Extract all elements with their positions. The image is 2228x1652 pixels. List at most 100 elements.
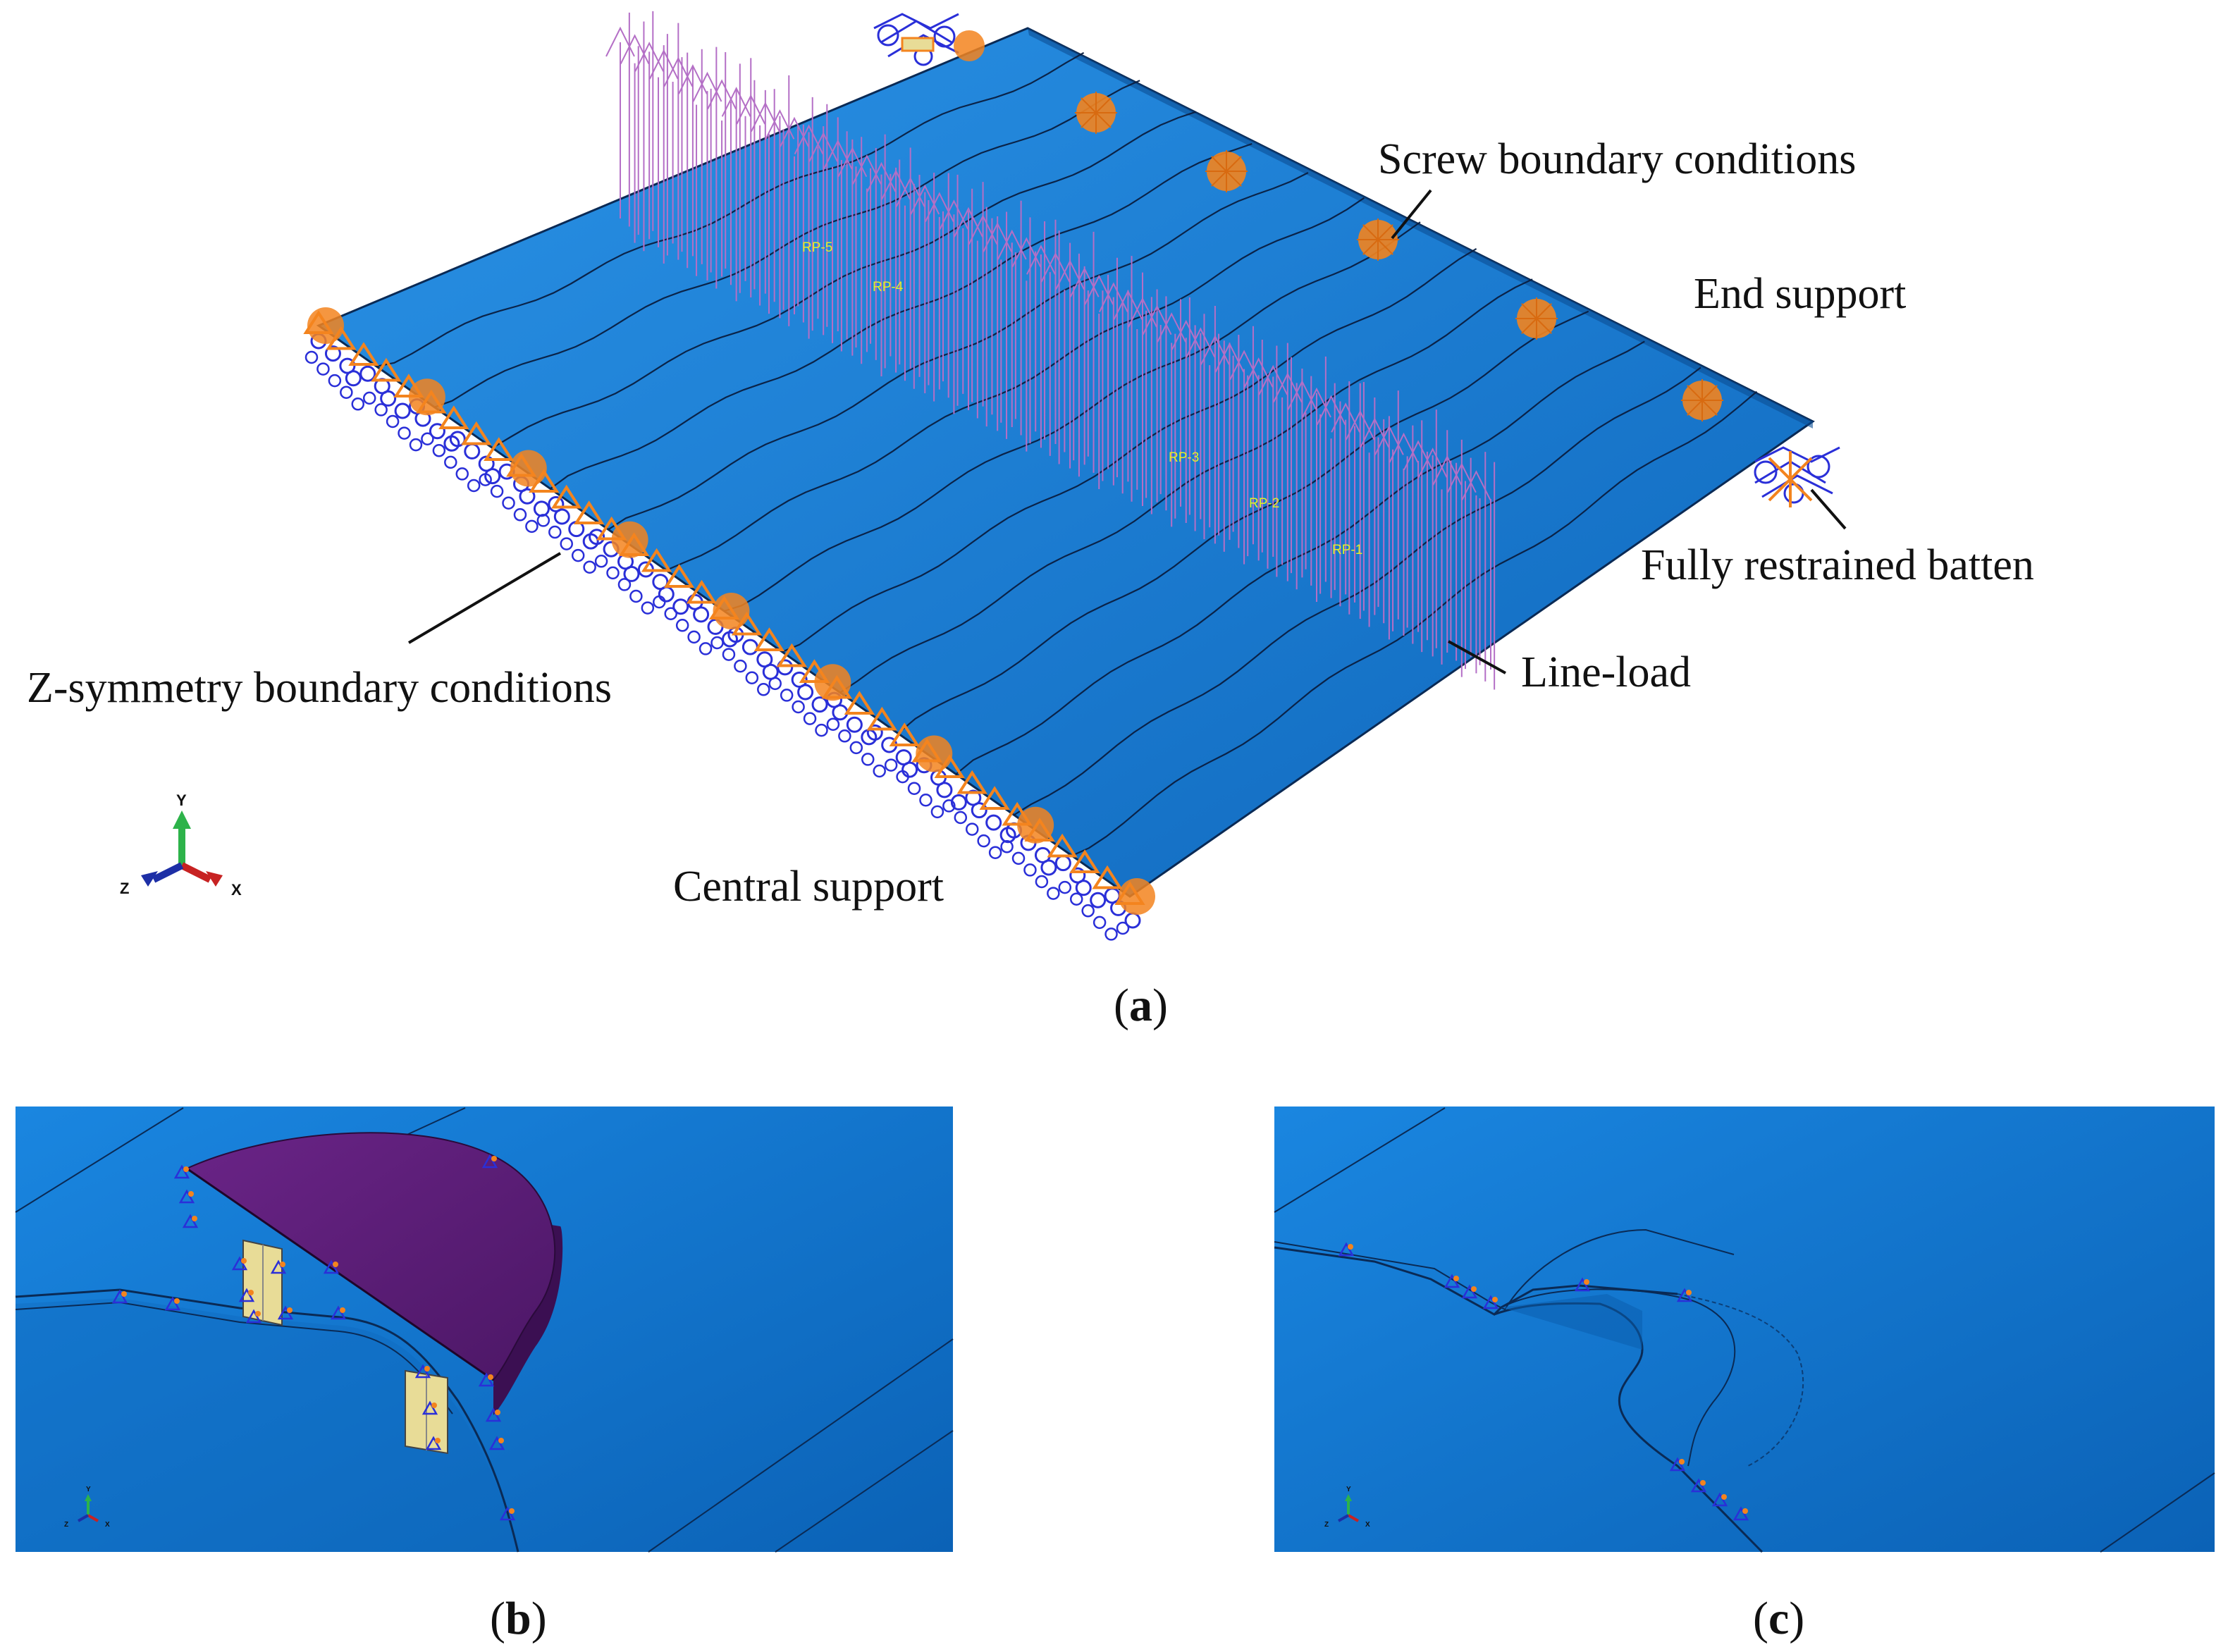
callout-z-symmetry: Z-symmetry boundary conditions [27,664,612,712]
constraint-symbol [432,444,446,457]
constraint-symbol [741,639,758,655]
constraint-symbol [757,683,770,696]
leader-line-load [1448,640,1506,674]
constraint-symbol [664,607,677,620]
constraint-symbol [1047,887,1060,900]
constraint-symbol [359,365,376,382]
constraint-symbol [722,648,736,661]
constraint-symbol [919,794,933,807]
corrugation-line [376,51,1085,367]
constraint-symbol [429,423,445,440]
support-triangle [574,500,605,524]
constraint-node [1453,1276,1459,1281]
support-triangle [641,548,672,572]
constraint-symbol [629,589,643,603]
constraint-symbol [362,391,376,405]
constraint-symbol [1116,921,1130,935]
constraint-symbol [231,1256,248,1271]
screw-spoke [1095,112,1112,128]
screw-bc-markers-c [1338,1242,1749,1521]
corrugation-line [724,221,1421,612]
corrugation-line [492,111,1197,449]
constraint-symbol [173,1164,190,1179]
constraint-symbol [328,374,342,388]
constraint-node [340,1307,345,1313]
leader-z-symmetry [407,552,562,644]
support-triangle [348,342,379,366]
support-triangle [956,770,987,794]
panel-label-b: (b) [490,1593,547,1644]
constraint-symbol [658,586,675,603]
screw-spoke [1536,303,1552,319]
constraint-node [188,1191,194,1197]
constraint-symbol [942,799,956,813]
constraint-symbol [533,500,550,517]
constraint-symbol [583,560,596,574]
screw-spoke [1377,224,1393,240]
screw-spoke [1095,97,1112,113]
constraint-symbol [324,345,341,362]
constraint-node [431,1403,437,1408]
constraint-symbol [1669,1457,1686,1472]
constraint-symbol [954,810,968,825]
line-load-head [620,34,650,65]
constraint-symbol [513,508,527,522]
constraint-symbol [623,565,640,582]
constraint-symbol [950,794,967,810]
constraint-symbol [316,362,330,376]
constraint-node [183,1166,189,1172]
constraint-symbol [589,529,605,545]
axis-x-label: X [1365,1521,1370,1529]
screw-spoke [1701,400,1718,416]
constraint-symbol [826,717,840,731]
constraint-symbol [421,432,434,445]
constraint-node [1584,1279,1589,1285]
support-triangle [686,579,718,604]
axis-x-label: X [105,1521,110,1529]
leader-screw-bc [1391,189,1432,240]
panel-b: Y Z X (b) [15,1107,954,1644]
constraint-symbol [304,350,319,364]
constraint-symbol [1069,892,1083,906]
support-triangle [1092,865,1123,889]
constraint-symbol [464,443,481,460]
panel-label-a: (a) [1114,980,1168,1031]
constraint-symbol [1090,892,1107,908]
screw-spoke [1362,239,1379,255]
constraint-symbol [386,414,400,429]
constraint-symbol [182,1214,199,1228]
constraint-symbol [930,805,944,819]
constraint-symbol [780,689,794,702]
constraint-symbol [838,729,851,743]
constraint-node [1471,1286,1477,1292]
panel-c: Y Z X (c) [1274,1107,2215,1644]
constraint-symbol [1690,1478,1707,1493]
constraint-symbol [687,630,701,644]
fully-restrained-batten-marker [1754,446,1840,507]
constraint-node [1686,1290,1692,1295]
constraint-symbol [485,1407,502,1422]
corrugation-line [955,340,1645,775]
screw-cluster [611,521,648,558]
support-triangle [371,357,402,382]
constraint-symbol [901,761,918,778]
sheet-corrugation-lines [376,51,1758,857]
axis-triad-a: Y Z X [120,791,242,899]
constraint-symbol [1574,1277,1591,1292]
constraint-symbol [861,753,875,766]
constraint-symbol [884,758,898,772]
constraint-symbol [449,431,466,448]
callout-central-support: Central support [673,863,944,911]
constraint-node [509,1508,515,1514]
support-triangle [866,706,897,731]
constraint-node [488,1374,493,1380]
constraint-node [1492,1297,1498,1302]
constraint-symbol [617,578,632,591]
corrugation-line [1013,366,1701,816]
rp-label-1: RP-1 [1332,543,1362,557]
screw-cluster [307,307,344,344]
constraint-symbol [351,397,365,411]
constraint-node [241,1258,247,1264]
constraint-symbol [571,548,585,562]
constraint-symbol [1075,880,1092,896]
